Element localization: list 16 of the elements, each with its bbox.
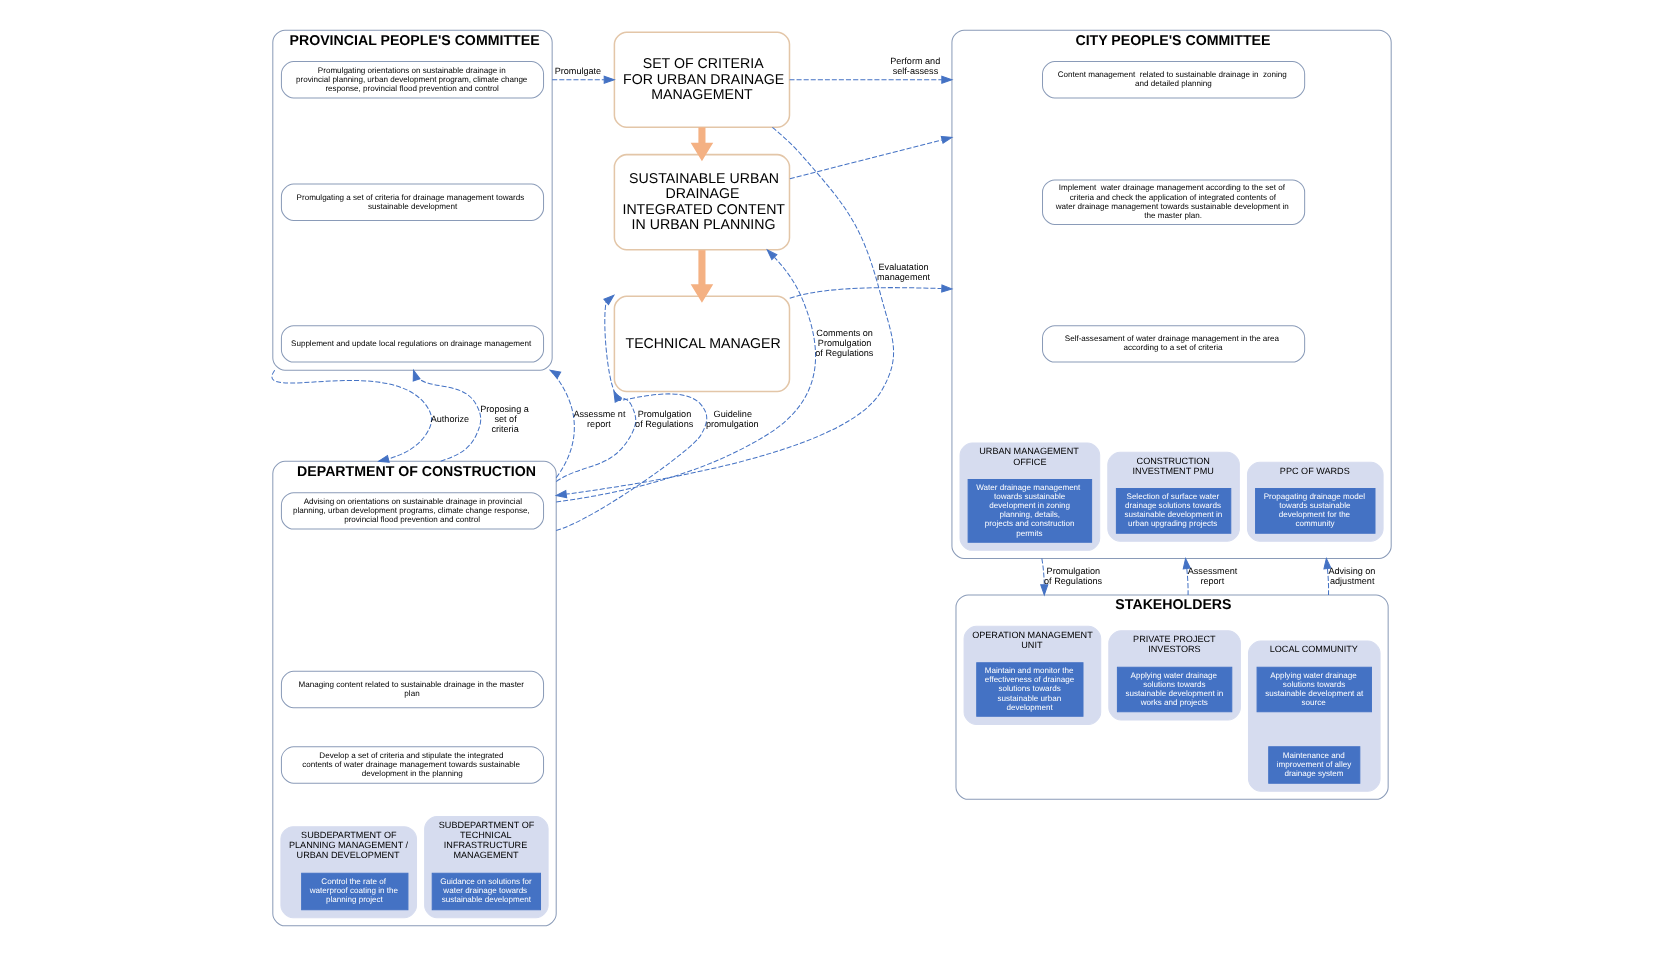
arrow — [789, 283, 954, 298]
arrow — [412, 367, 482, 461]
arrow — [690, 126, 714, 161]
arrow — [1182, 555, 1192, 595]
arrow — [551, 74, 616, 83]
arrow — [555, 293, 637, 482]
arrow — [1323, 555, 1332, 595]
arrow — [690, 249, 714, 302]
arrow — [1040, 556, 1049, 596]
arrow — [271, 368, 433, 462]
arrow — [789, 74, 954, 83]
arrow — [555, 247, 816, 502]
arrow — [555, 389, 708, 530]
arrow — [554, 125, 895, 498]
arrow — [548, 368, 575, 478]
arrow — [789, 134, 954, 179]
